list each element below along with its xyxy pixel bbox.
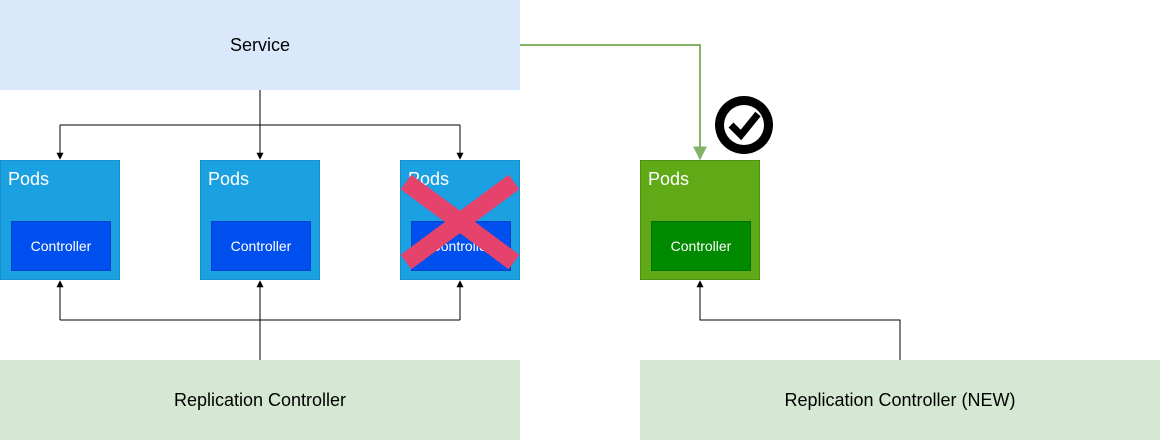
pod-3: Pods Controller	[400, 160, 520, 280]
pod-1-controller-label: Controller	[30, 238, 92, 254]
pod-new-label: Pods	[648, 169, 690, 189]
rc-to-pods-edges	[56, 280, 464, 360]
pod-new-controller: Controller	[651, 221, 751, 271]
pod-new-controller-label: Controller	[670, 238, 732, 254]
check-circle-icon	[715, 96, 773, 154]
replication-controller-new-box: Replication Controller (NEW)	[640, 360, 1160, 440]
pod-3-controller: Controller	[411, 221, 511, 271]
edge-service-pod-new	[520, 44, 707, 161]
replication-controller-new-label: Replication Controller (NEW)	[784, 389, 1016, 410]
pod-3-controller-label: Controller	[430, 238, 492, 254]
pod-2-controller-label: Controller	[230, 238, 292, 254]
pod-3-label: Pods	[408, 169, 450, 189]
pod-1: Pods Controller	[0, 160, 120, 280]
pod-1-controller: Controller	[11, 221, 111, 271]
pod-2-controller: Controller	[211, 221, 311, 271]
pod-1-label: Pods	[8, 169, 50, 189]
service-box: Service	[0, 0, 520, 90]
service-label: Service	[229, 34, 291, 55]
replication-controller-label: Replication Controller	[173, 389, 347, 410]
edge-rc-new-pod-new	[696, 280, 901, 360]
replication-controller-box: Replication Controller	[0, 360, 520, 440]
pod-2-label: Pods	[208, 169, 250, 189]
pod-new: Pods Controller	[640, 160, 760, 280]
pod-2: Pods Controller	[200, 160, 320, 280]
service-to-pods-edges	[56, 90, 464, 160]
